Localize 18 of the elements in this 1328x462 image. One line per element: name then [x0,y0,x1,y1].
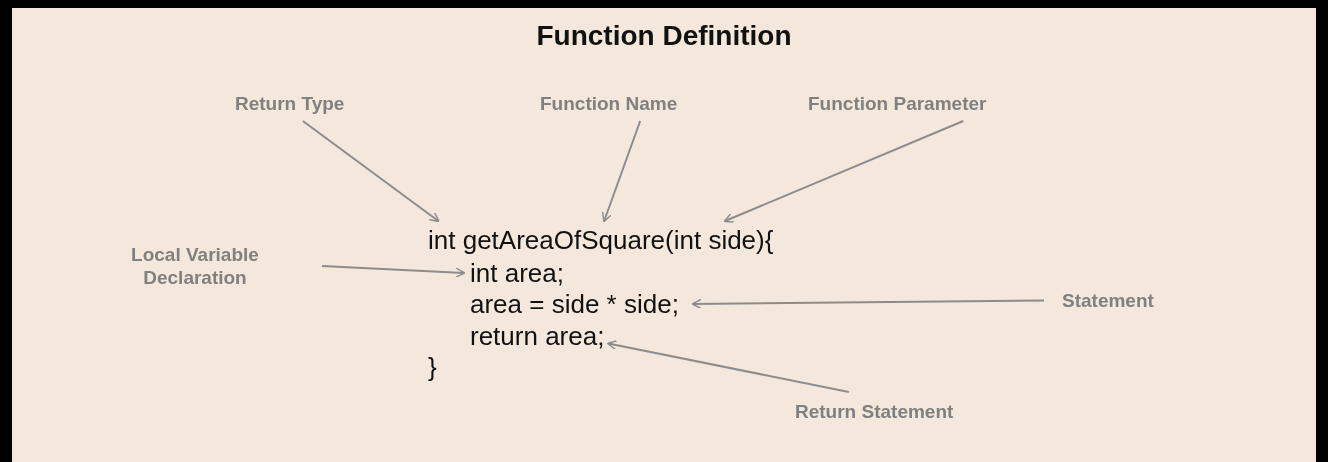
callout-label: Function Name [540,92,678,115]
callout-label: Statement [1062,289,1154,312]
callout-label: Return Statement [795,400,954,423]
leader-arrow [301,120,440,223]
diagram-title: Function Definition [535,20,793,52]
leader-arrow [723,120,965,223]
callout-label: Local Variable Declaration [80,243,310,289]
callout-label: Function Parameter [808,92,987,115]
leader-arrow [321,265,466,278]
leader-arrow [691,298,1045,310]
leader-arrow [606,339,850,393]
code-line: int area; [470,258,564,288]
callout-label: Return Type [235,92,345,115]
code-line: int getAreaOfSquare(int side){ [428,225,774,255]
code-line: return area; [470,321,605,351]
leader-arrow [601,120,642,223]
code-brace: } [428,352,437,382]
code-line: area = side * side; [470,289,679,319]
